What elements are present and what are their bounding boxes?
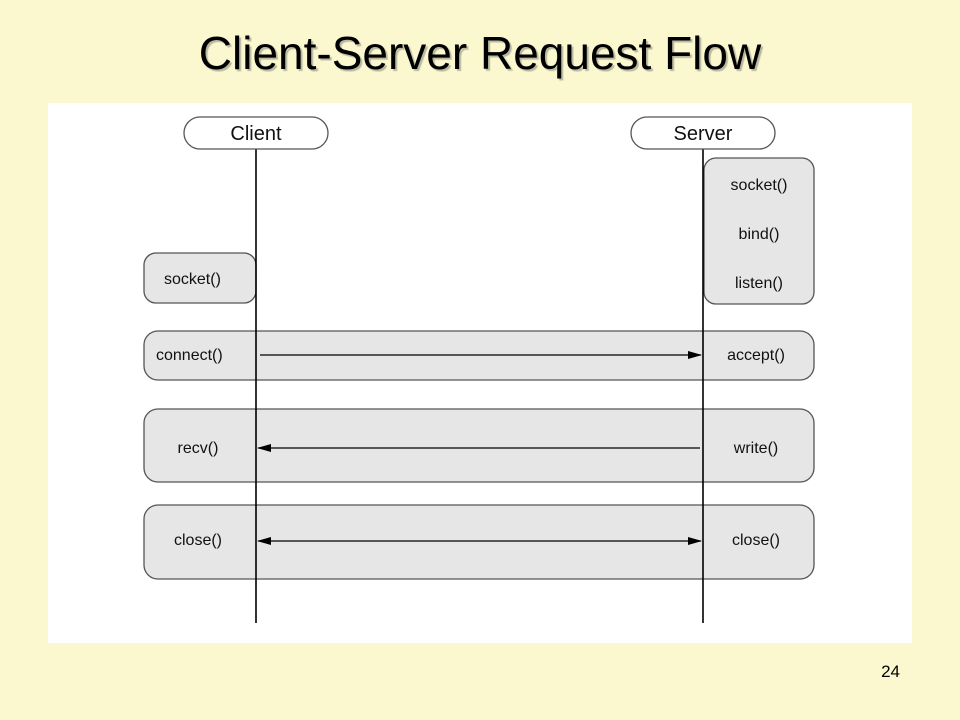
recv-label: recv() bbox=[178, 440, 219, 457]
server-label: Server bbox=[674, 123, 733, 145]
page-number: 24 bbox=[881, 662, 900, 681]
write-label: write() bbox=[733, 440, 778, 457]
client-close-label: close() bbox=[174, 532, 222, 549]
slide-title: Client-Server Request Flow bbox=[198, 27, 762, 79]
client-header bbox=[183, 116, 329, 150]
client-label: Client bbox=[230, 123, 282, 145]
accept-label: accept() bbox=[727, 347, 785, 364]
client-socket-label: socket() bbox=[164, 271, 221, 288]
server-close-label: close() bbox=[732, 532, 780, 549]
sequence-diagram-svg: Client Server socket() bind() listen() s… bbox=[143, 116, 815, 623]
server-setup-box bbox=[703, 157, 815, 305]
server-listen-label: listen() bbox=[735, 275, 783, 292]
close-close-band bbox=[143, 504, 815, 580]
server-bind-label: bind() bbox=[739, 226, 780, 243]
recv-write-band bbox=[143, 408, 815, 483]
connect-label: connect() bbox=[156, 347, 223, 364]
server-header bbox=[630, 116, 776, 150]
server-socket-label: socket() bbox=[731, 177, 788, 194]
sequence-diagram: Client Server socket() bind() listen() s… bbox=[48, 103, 912, 643]
